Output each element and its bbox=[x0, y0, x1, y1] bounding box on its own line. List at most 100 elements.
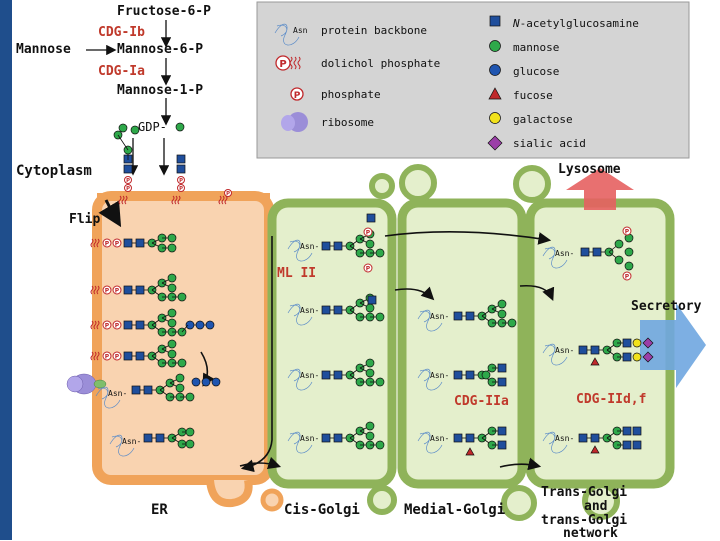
phosphate-letter: P bbox=[366, 265, 371, 272]
glcnac-symbol bbox=[497, 440, 507, 450]
legend-dolichol-phosphate: dolichol phosphate bbox=[321, 57, 441, 70]
mannose-symbol bbox=[365, 431, 375, 441]
protein-backbone-symbol bbox=[287, 368, 313, 391]
fucose-symbol bbox=[590, 357, 600, 366]
glcnac-symbol bbox=[123, 285, 133, 295]
glcnac-symbol bbox=[123, 320, 133, 330]
mannose-6p-label: Mannose-6-P bbox=[117, 42, 204, 57]
lysosome-label: Lysosome bbox=[558, 162, 621, 177]
glucose-symbol bbox=[205, 320, 215, 330]
legend-n-acetylglucosamine: N-acetylglucosamine bbox=[513, 17, 639, 30]
asn-label: Asn- bbox=[122, 437, 141, 446]
glcnac-symbol bbox=[622, 440, 632, 450]
phosphate-symbol bbox=[102, 285, 112, 295]
ml2-label: ML II bbox=[277, 266, 317, 281]
legend-box bbox=[256, 1, 690, 159]
mannose-symbol bbox=[507, 318, 517, 328]
legend-dolichol-tail bbox=[289, 56, 301, 70]
fructose-6p-label: Fructose-6-P bbox=[117, 4, 211, 19]
trans-golgi-label-4: network bbox=[563, 526, 618, 541]
glcnac-symbol bbox=[321, 241, 331, 251]
glcnac-symbol bbox=[333, 241, 343, 251]
ribosome-small-subunit bbox=[66, 375, 84, 393]
mannose-symbol bbox=[167, 283, 177, 293]
glcnac-symbol bbox=[143, 433, 153, 443]
protein-backbone-symbol bbox=[542, 246, 568, 269]
mannose-symbol bbox=[185, 427, 195, 437]
protein-backbone-symbol bbox=[109, 434, 135, 457]
glcnac-symbol bbox=[453, 433, 463, 443]
legend-glcnac-suffix: -acetylglucosamine bbox=[519, 17, 639, 30]
mannose-symbol bbox=[624, 247, 634, 257]
glcnac-symbol bbox=[497, 363, 507, 373]
mannose-symbol bbox=[175, 373, 185, 383]
glcnac-symbol bbox=[123, 164, 133, 174]
left-accent-bar bbox=[0, 0, 12, 540]
legend-galactose-icon bbox=[489, 112, 501, 124]
glcnac-symbol bbox=[135, 351, 145, 361]
flip-label: Flip bbox=[69, 212, 101, 227]
legend-fucose: fucose bbox=[513, 89, 553, 102]
medial-golgi-label: Medial-Golgi bbox=[404, 502, 506, 518]
phosphate-letter: P bbox=[115, 353, 120, 360]
phosphate-letter: P bbox=[126, 178, 130, 184]
glucose-symbol bbox=[195, 320, 205, 330]
phosphate-symbol bbox=[112, 320, 122, 330]
mannose-symbol bbox=[497, 309, 507, 319]
cis-golgi-label: Cis-Golgi bbox=[284, 502, 360, 518]
glucose-symbol bbox=[185, 320, 195, 330]
glcnac-symbol bbox=[622, 338, 632, 348]
phosphate-letter: P bbox=[126, 186, 130, 192]
legend-glucose: glucose bbox=[513, 65, 560, 78]
mannose-symbol bbox=[375, 440, 385, 450]
glcnac-symbol bbox=[176, 164, 186, 174]
glcnac-symbol bbox=[592, 247, 602, 257]
galactose-symbol bbox=[632, 352, 642, 362]
mannose-symbol bbox=[624, 261, 634, 271]
phosphate-symbol bbox=[112, 285, 122, 295]
mannose-symbol bbox=[375, 377, 385, 387]
cdg-iidf-label: CDG-IId,f bbox=[576, 392, 647, 407]
phosphate-letter: P bbox=[115, 322, 120, 329]
phosphate-symbol bbox=[124, 176, 132, 184]
legend-phosphate-icon bbox=[290, 87, 304, 101]
mannose-symbol bbox=[130, 125, 140, 135]
trans-golgi-label-1: Trans-Golgi bbox=[541, 485, 628, 500]
glcnac-symbol bbox=[578, 345, 588, 355]
glcnac-symbol bbox=[632, 426, 642, 436]
mannose-symbol bbox=[365, 303, 375, 313]
phosphate-symbol bbox=[622, 226, 632, 236]
mannose-label: Mannose bbox=[16, 42, 71, 57]
mannose-symbol bbox=[177, 292, 187, 302]
secretory-label: Secretory bbox=[631, 299, 702, 314]
glcnac-symbol bbox=[497, 426, 507, 436]
glcnac-symbol bbox=[143, 385, 153, 395]
sialic-acid-symbol bbox=[642, 351, 654, 363]
phosphate-symbol bbox=[622, 271, 632, 281]
mannose-symbol bbox=[614, 255, 624, 265]
glcnac-symbol bbox=[333, 433, 343, 443]
protein-backbone-symbol bbox=[542, 431, 568, 454]
phosphate-symbol bbox=[177, 184, 185, 192]
dolichol-symbol bbox=[218, 195, 228, 205]
asn-label: Asn- bbox=[430, 371, 449, 380]
medial-golgi-compartment bbox=[397, 198, 527, 489]
glucose-symbol bbox=[191, 377, 201, 387]
legend-galactose: galactose bbox=[513, 113, 573, 126]
glcnac-symbol bbox=[453, 370, 463, 380]
mannose-symbol bbox=[185, 392, 195, 402]
phosphate-letter: P bbox=[105, 322, 110, 329]
glcnac-symbol bbox=[123, 351, 133, 361]
glcnac-symbol bbox=[135, 320, 145, 330]
legend-fucose-icon bbox=[488, 87, 502, 100]
dolichol-symbol bbox=[90, 320, 100, 330]
glcnac-symbol bbox=[465, 311, 475, 321]
vesicles bbox=[367, 164, 620, 521]
cdg-iia-label: CDG-IIa bbox=[454, 394, 509, 409]
mannose-symbol bbox=[167, 339, 177, 349]
glcnac-symbol bbox=[333, 305, 343, 315]
mannose-symbol bbox=[167, 349, 177, 359]
mannose-symbol bbox=[185, 439, 195, 449]
pathway-arrows bbox=[86, 20, 172, 176]
